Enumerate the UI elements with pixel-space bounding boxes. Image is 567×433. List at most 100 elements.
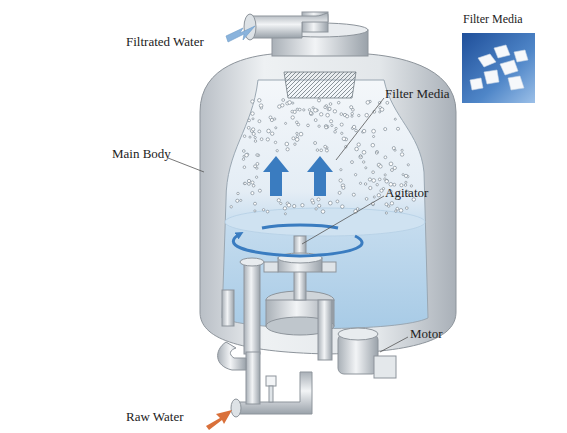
media-cube [508, 76, 524, 90]
media-particle [267, 129, 271, 133]
media-particle [379, 111, 381, 113]
media-particle [345, 115, 348, 118]
media-particle [399, 209, 403, 213]
media-particle [330, 120, 333, 123]
media-particle [342, 137, 346, 141]
media-particle [293, 204, 296, 207]
media-particle [254, 202, 257, 205]
outlet-label: Filtrated Water [126, 34, 204, 49]
media-particle [379, 165, 382, 168]
media-particle [296, 132, 298, 134]
flow-arrow [263, 156, 289, 196]
media-particle [354, 174, 356, 176]
part-label: Main Body [112, 146, 171, 161]
media-cube [470, 78, 483, 90]
media-particle [369, 186, 372, 189]
agitator-blade [322, 262, 336, 272]
media-particle [287, 203, 291, 207]
media-particle [336, 200, 339, 203]
media-particle [339, 179, 342, 182]
media-particle [357, 143, 360, 146]
media-particle [372, 129, 376, 133]
media-particle [333, 110, 336, 113]
part-label: Agitator [385, 185, 428, 200]
media-particle [256, 167, 258, 169]
media-particle [252, 132, 255, 135]
media-particle [324, 145, 327, 148]
media-particle [296, 121, 299, 124]
media-particle [251, 112, 255, 116]
media-particle [236, 199, 239, 202]
media-particle [298, 108, 301, 111]
media-particle [255, 176, 257, 178]
media-particle [266, 210, 269, 213]
part-label: Filter Media [385, 86, 450, 101]
leader-line [336, 98, 384, 160]
media-particle [384, 156, 387, 159]
media-particle [325, 126, 328, 129]
media-particle [270, 132, 273, 135]
media-particle [318, 125, 320, 127]
media-cube [500, 60, 518, 75]
media-particle [402, 174, 404, 176]
media-particle [286, 148, 289, 151]
media-particle [269, 116, 272, 119]
media-particle [308, 109, 310, 111]
media-particle [326, 113, 330, 117]
media-particle [340, 169, 342, 171]
media-particle [303, 109, 305, 111]
inlet-arrow [206, 410, 232, 430]
media-particle [372, 179, 376, 183]
agitator-blade [264, 262, 278, 272]
media-particle [230, 206, 232, 208]
media-particle [405, 181, 407, 183]
media-particle [404, 174, 407, 177]
media-particle [340, 113, 343, 116]
media-particle [386, 101, 389, 104]
media-particle [240, 199, 242, 201]
media-particle [242, 158, 244, 160]
outlet-elbow [252, 13, 328, 38]
media-particle [247, 182, 250, 185]
inlet-label: Raw Water [126, 409, 184, 424]
media-particle [285, 122, 287, 124]
media-particle [359, 182, 361, 184]
media-particle [393, 166, 396, 169]
media-particle [292, 102, 294, 104]
valve-stem [269, 386, 273, 402]
media-particle [365, 167, 367, 169]
media-particle [366, 101, 370, 105]
outlet-arrow [226, 26, 255, 42]
media-particle [385, 180, 389, 184]
pipe-top [240, 258, 264, 266]
media-particle [362, 161, 364, 163]
media-cube [494, 45, 510, 58]
media-particle [237, 192, 239, 194]
media-particle [266, 138, 269, 141]
media-particle [254, 210, 256, 212]
media-particle [392, 147, 395, 150]
media-particle [359, 155, 363, 159]
media-particle [359, 155, 361, 157]
media-particle [311, 199, 314, 202]
media-particle [260, 138, 263, 141]
media-particle [281, 104, 284, 107]
media-inset [462, 33, 535, 103]
media-particle [274, 118, 276, 120]
media-particle [390, 202, 393, 205]
media-particle [251, 181, 254, 184]
media-particle [365, 198, 368, 201]
media-particle [247, 126, 250, 129]
media-particle [247, 179, 250, 182]
part-label: Motor [410, 326, 443, 341]
media-particle [243, 182, 245, 184]
media-particle [327, 107, 331, 111]
media-particle [329, 103, 332, 106]
media-particle [400, 153, 403, 156]
media-particle [335, 127, 337, 129]
media-particle [276, 150, 278, 152]
media-particle [338, 191, 341, 194]
media-particle [293, 110, 296, 113]
media-particle [258, 120, 261, 123]
